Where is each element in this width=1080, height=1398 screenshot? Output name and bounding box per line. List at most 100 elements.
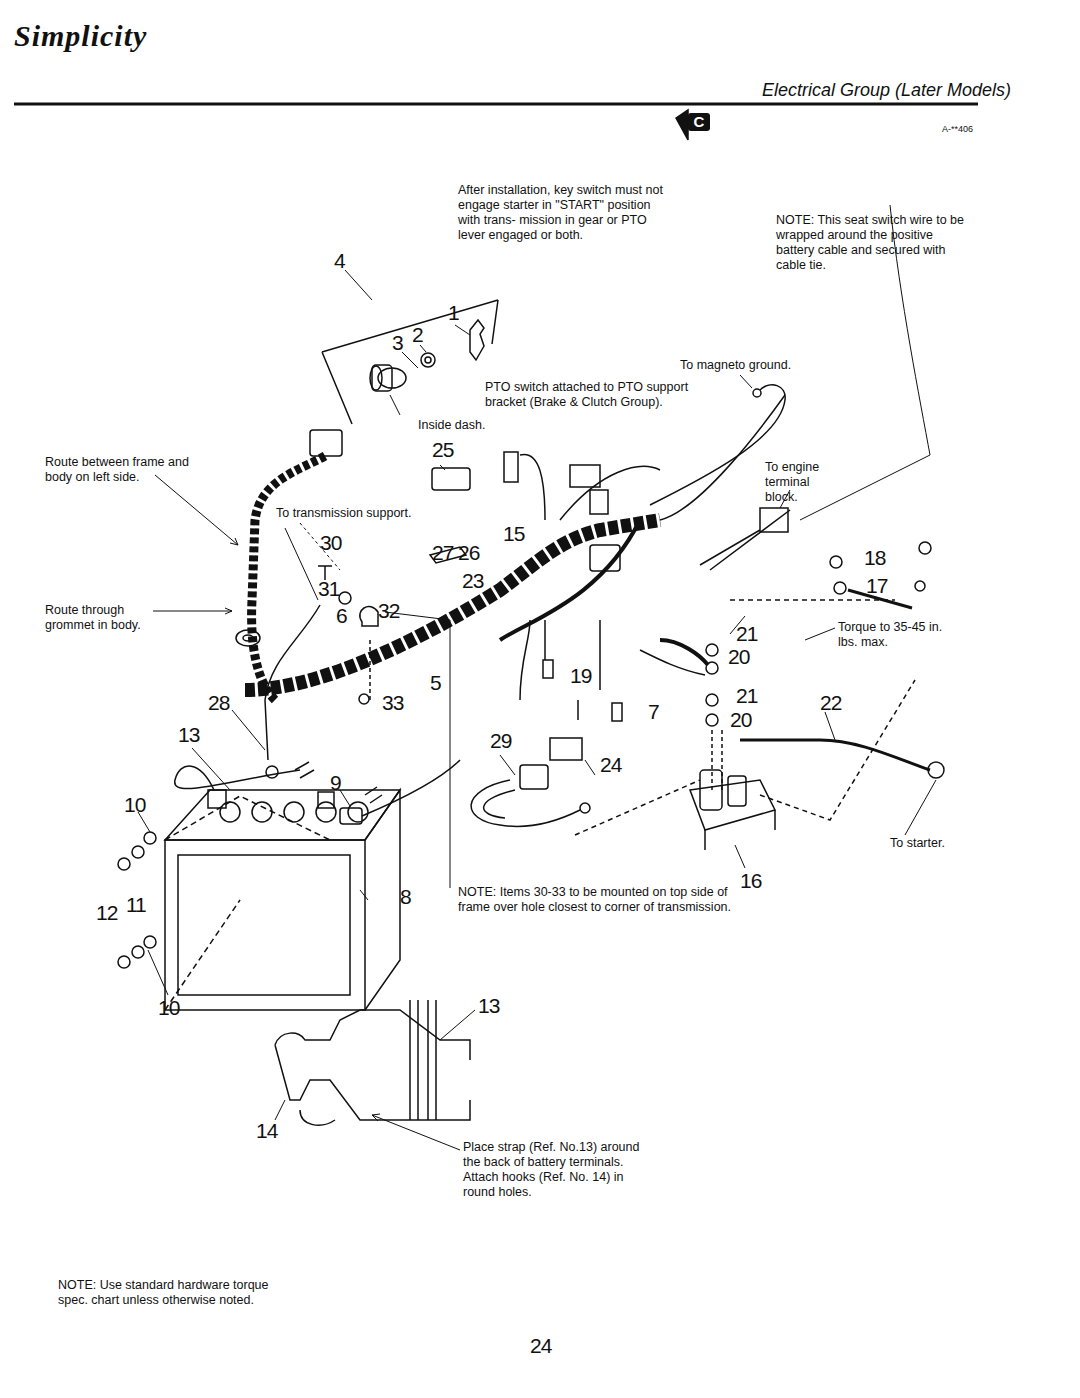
leader-lines — [138, 205, 936, 1150]
note-text: NOTE: Use standard hardware torque spec.… — [58, 1278, 278, 1308]
hold-down-bracket — [275, 1010, 470, 1125]
ring-terminal — [580, 803, 590, 813]
callout-number: 1 — [448, 300, 459, 325]
callout-number: 21 — [736, 683, 757, 708]
page-title: Electrical Group (Later Models) — [762, 80, 1011, 101]
callout-number: 30 — [320, 530, 341, 555]
washer — [834, 582, 846, 594]
pto-switch — [504, 452, 518, 482]
callout-number: 32 — [378, 598, 399, 623]
callout-number: 10 — [158, 995, 179, 1020]
grommet — [236, 630, 260, 646]
ring-terminal — [753, 389, 761, 397]
callout-number: 12 — [96, 900, 117, 925]
note-text: Inside dash. — [418, 418, 485, 433]
callout-number: 17 — [866, 573, 887, 598]
wire — [520, 620, 705, 700]
callout-number: 28 — [208, 690, 229, 715]
callout-number: 26 — [458, 540, 479, 565]
wire — [650, 385, 785, 505]
header-rule — [14, 103, 978, 106]
note-text: Route between frame and body on left sid… — [45, 455, 205, 485]
switch-25 — [432, 468, 470, 490]
nut — [919, 542, 931, 554]
cable — [500, 520, 640, 640]
starter-solenoid — [690, 770, 775, 850]
callout-number: 18 — [864, 545, 885, 570]
wire — [484, 790, 515, 818]
callout-number: 24 — [600, 752, 621, 777]
callout-number: 20 — [730, 707, 751, 732]
ring-terminal — [266, 766, 278, 778]
note-text: Route through grommet in body. — [45, 603, 153, 633]
callout-number: 24 — [530, 1333, 551, 1358]
note-text: Place strap (Ref. No.13) around the back… — [463, 1140, 653, 1200]
section-tab: C — [688, 113, 710, 131]
washer — [339, 592, 351, 604]
ring-terminal — [928, 762, 944, 778]
callout-number: 11 — [126, 892, 146, 917]
hidden-line — [575, 780, 700, 835]
cable — [660, 640, 708, 665]
hidden-line — [712, 730, 722, 790]
strap — [410, 1000, 436, 1120]
note-text: To magneto ground. — [680, 358, 791, 373]
callout-number: 9 — [330, 770, 341, 795]
callout-number: 33 — [382, 690, 403, 715]
resistor-block — [550, 738, 582, 760]
wire — [362, 760, 460, 816]
hidden-line — [369, 640, 371, 700]
callout-number: 27 — [432, 540, 453, 565]
callout-number: 6 — [336, 603, 347, 628]
clamp — [360, 607, 378, 626]
wire-harness — [252, 456, 325, 700]
tab-notch — [676, 110, 688, 140]
callout-number: 16 — [740, 868, 761, 893]
wire — [265, 605, 320, 760]
callout-number: 25 — [432, 437, 453, 462]
drawing-code: A-**406 — [942, 124, 973, 135]
wire — [471, 780, 580, 826]
connector-plug — [310, 430, 342, 456]
screw — [577, 700, 579, 720]
grommet — [243, 635, 253, 641]
ring-terminal — [706, 662, 718, 674]
callout-number: 23 — [462, 568, 483, 593]
note-text: To transmission support. — [276, 506, 411, 521]
brand-logo: Simplicity — [14, 18, 147, 54]
wire-harness — [245, 520, 660, 690]
callout-number: 2 — [412, 322, 423, 347]
callout-number: 21 — [736, 621, 757, 646]
nut — [830, 556, 842, 568]
callout-number: 31 — [318, 576, 339, 601]
callout-number: 10 — [124, 792, 145, 817]
callout-number: 3 — [392, 330, 403, 355]
callout-number: 29 — [490, 728, 511, 753]
note-text: After installation, key switch must not … — [458, 183, 673, 243]
callout-number: 22 — [820, 690, 841, 715]
group-bracket — [322, 300, 498, 424]
callout-number: 7 — [648, 699, 659, 724]
battery — [165, 790, 400, 1010]
callout-number: 4 — [334, 248, 345, 273]
cable — [740, 740, 930, 770]
nut — [359, 694, 369, 704]
note-text: PTO switch attached to PTO support brack… — [485, 380, 710, 410]
fuse — [543, 660, 553, 678]
hidden-line — [760, 680, 915, 820]
connector — [590, 490, 608, 514]
key-switch — [370, 320, 484, 391]
connector — [570, 465, 600, 487]
wire — [700, 510, 790, 570]
note-text: To starter. — [890, 836, 945, 851]
connector — [760, 508, 788, 532]
note-text: NOTE: Items 30-33 to be mounted on top s… — [458, 885, 733, 915]
callout-number: 13 — [478, 993, 499, 1018]
fuse — [612, 703, 622, 721]
cable — [175, 766, 300, 790]
callout-number: 14 — [256, 1118, 277, 1143]
callout-number: 8 — [400, 884, 411, 909]
note-text: Torque to 35-45 in. lbs. max. — [838, 620, 943, 650]
callout-number: 5 — [430, 670, 441, 695]
washer — [915, 581, 925, 591]
